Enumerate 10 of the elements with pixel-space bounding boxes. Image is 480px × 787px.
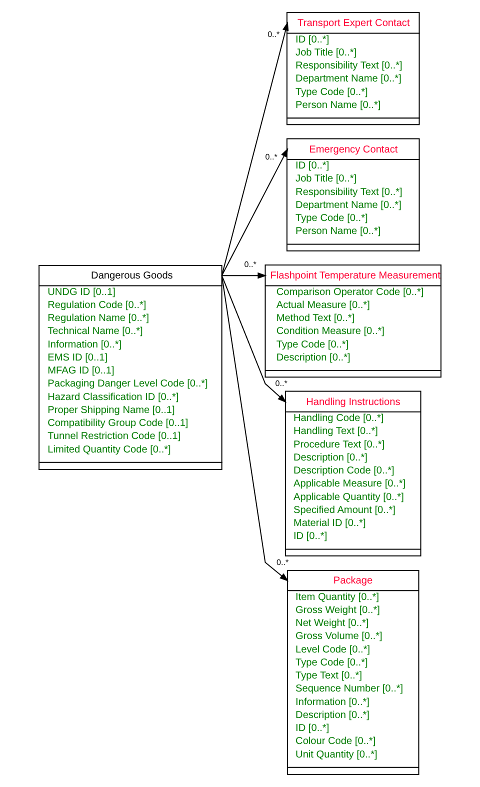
edge-label: 0..* <box>275 379 288 388</box>
arrow <box>221 276 289 582</box>
arrow <box>222 272 267 279</box>
edge-label: 0..* <box>276 558 289 567</box>
edge-label: 0..* <box>268 30 280 39</box>
arrow <box>221 275 287 403</box>
arrow <box>221 22 289 276</box>
arrow <box>221 148 288 276</box>
edge-label: 0..* <box>244 260 256 270</box>
edge-label: 0..* <box>265 152 278 162</box>
